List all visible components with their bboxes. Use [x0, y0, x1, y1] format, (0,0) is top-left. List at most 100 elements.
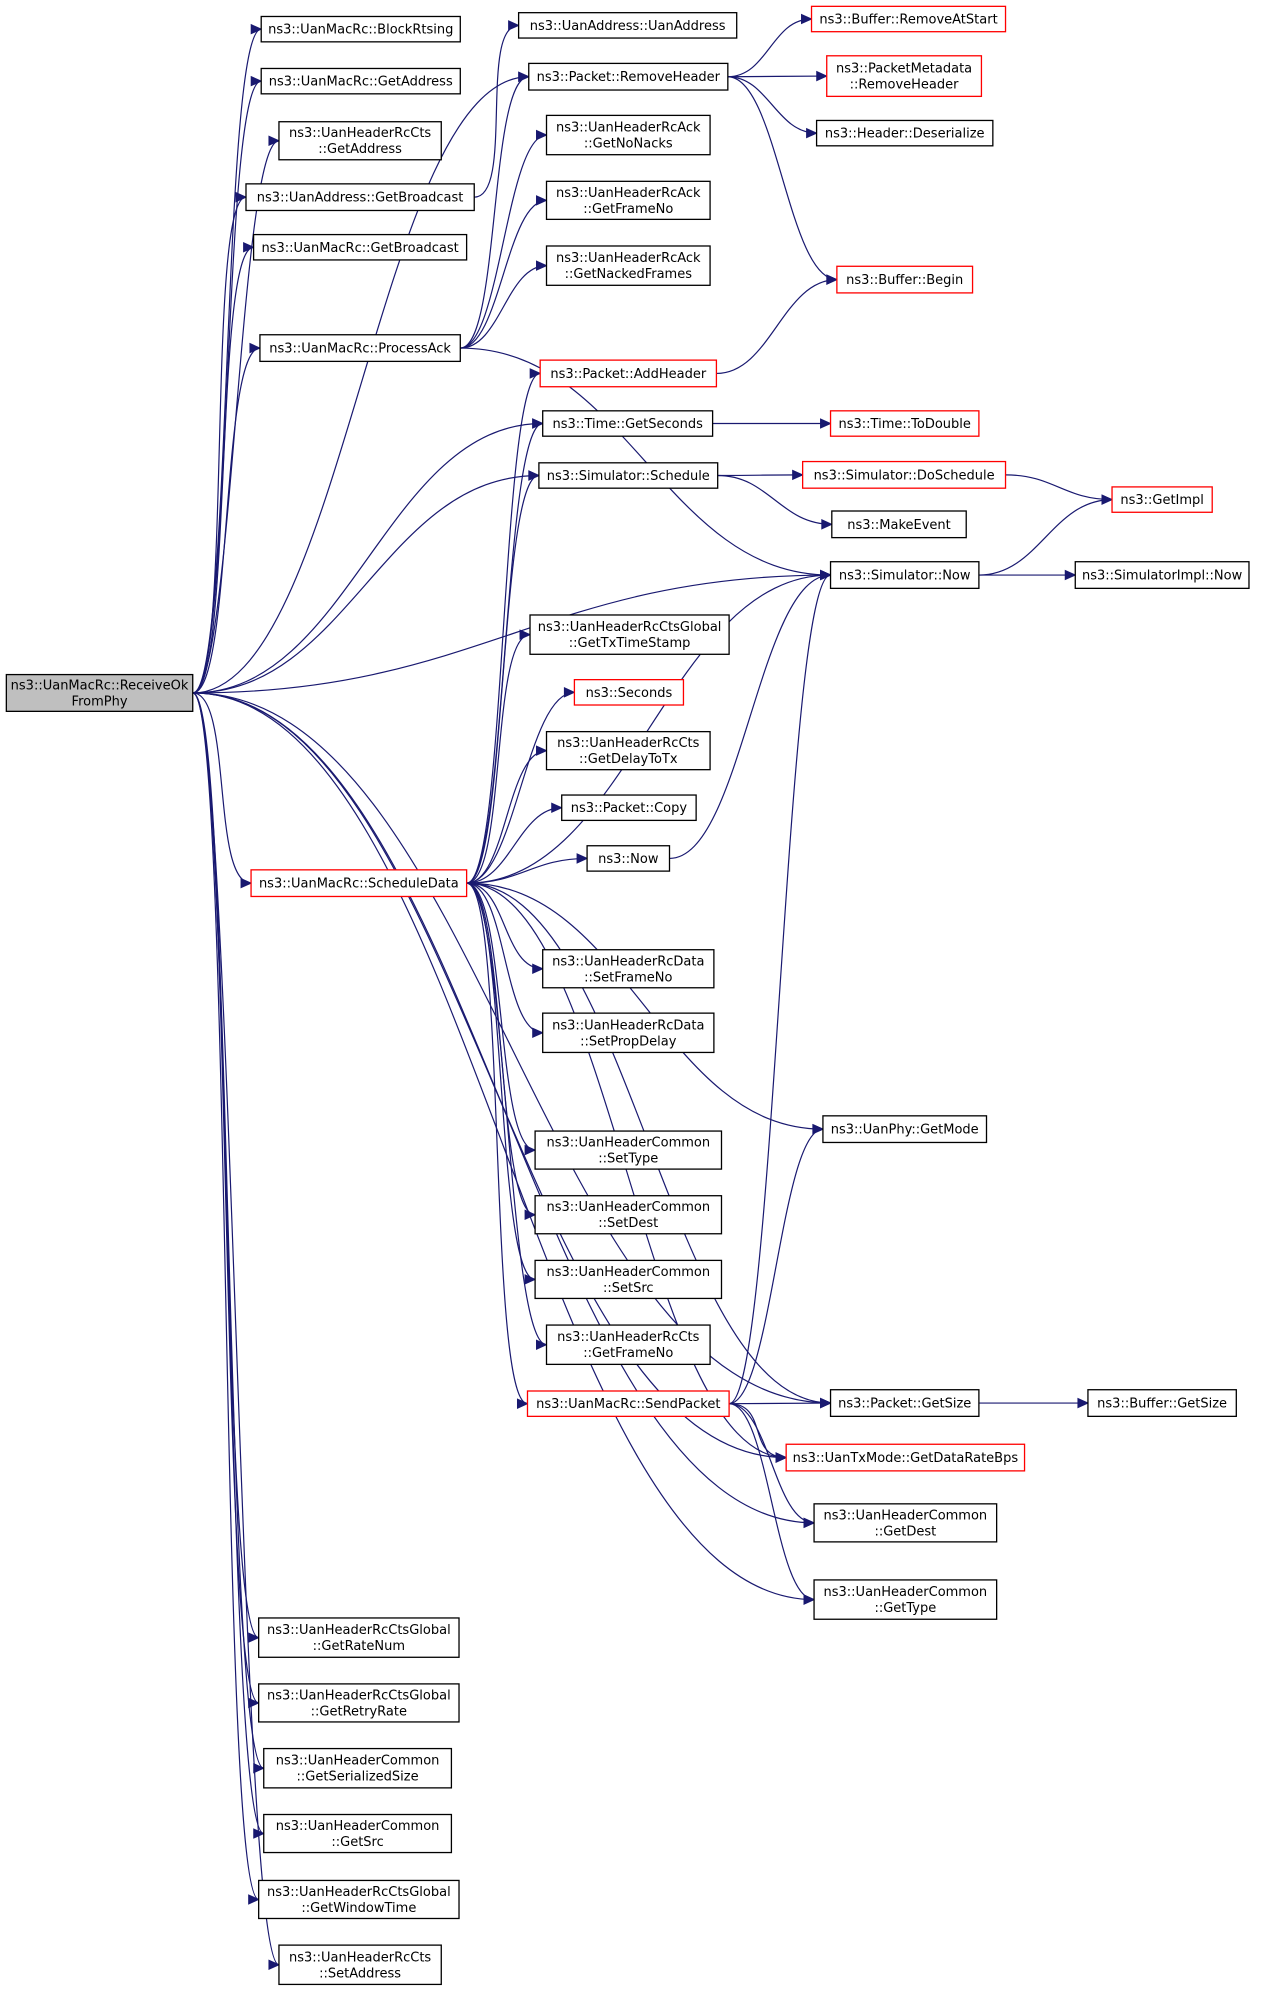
node-box-getratenum[interactable] — [258, 1617, 460, 1658]
node-box-macgetbroadcast[interactable] — [252, 233, 468, 261]
node-ns3now[interactable]: ns3::Now — [586, 845, 671, 872]
node-deserialize[interactable]: ns3::Header::Deserialize — [815, 119, 994, 147]
node-box-commongetdest[interactable] — [813, 1503, 998, 1543]
node-box-addrgetbroadcast[interactable] — [245, 183, 475, 212]
node-macgetbroadcast[interactable]: ns3::UanMacRc::GetBroadcast — [252, 233, 468, 261]
node-getimpl[interactable]: ns3::GetImpl — [1111, 486, 1213, 513]
node-box-sendpacket[interactable] — [526, 1390, 730, 1418]
node-box-scheduledata[interactable] — [250, 869, 468, 898]
node-blockrtsing[interactable]: ns3::UanMacRc::BlockRtsing — [260, 15, 461, 43]
node-box-todouble[interactable] — [829, 410, 980, 437]
node-getdataratebps[interactable]: ns3::UanTxMode::GetDataRateBps — [785, 1443, 1026, 1472]
node-box-seconds[interactable] — [573, 678, 685, 706]
node-simnow[interactable]: ns3::Simulator::Now — [829, 561, 980, 590]
node-box-getretryrate[interactable] — [258, 1683, 460, 1723]
node-box-makeevent[interactable] — [831, 510, 967, 539]
node-timegetseconds[interactable]: ns3::Time::GetSeconds — [542, 410, 714, 437]
node-getratenum[interactable]: ns3::UanHeaderRcCtsGlobal::GetRateNum — [258, 1617, 460, 1658]
node-datasetpropdelay[interactable]: ns3::UanHeaderRcData::SetPropDelay — [542, 1012, 715, 1054]
node-getdelaytotx[interactable]: ns3::UanHeaderRcCts::GetDelayToTx — [545, 730, 711, 771]
node-simschedule[interactable]: ns3::Simulator::Schedule — [538, 462, 719, 489]
node-box-getnonacks[interactable] — [545, 114, 711, 156]
node-packetgetsize[interactable]: ns3::Packet::GetSize — [829, 1389, 980, 1418]
node-box-addheader[interactable] — [539, 359, 718, 388]
node-box-commongettype[interactable] — [813, 1579, 998, 1620]
node-box-getimpl[interactable] — [1111, 486, 1213, 513]
node-seconds[interactable]: ns3::Seconds — [573, 678, 685, 706]
node-sendpacket[interactable]: ns3::UanMacRc::SendPacket — [526, 1390, 730, 1418]
node-ackgetframeno[interactable]: ns3::UanHeaderRcAck::GetFrameNo — [545, 180, 711, 221]
node-box-blockrtsing[interactable] — [260, 15, 461, 43]
node-box-metaremoveheader[interactable] — [826, 55, 983, 98]
node-getmode[interactable]: ns3::UanPhy::GetMode — [822, 1115, 988, 1144]
node-box-removeatstart[interactable] — [810, 5, 1007, 33]
node-simimplnow[interactable]: ns3::SimulatorImpl::Now — [1074, 561, 1250, 590]
node-getserializedsize[interactable]: ns3::UanHeaderCommon::GetSerializedSize — [263, 1747, 453, 1789]
node-box-datasetframeno[interactable] — [542, 949, 715, 989]
node-box-commongetsrc[interactable] — [263, 1813, 453, 1854]
node-box-ackgetframeno[interactable] — [545, 180, 711, 221]
node-commongettype[interactable]: ns3::UanHeaderCommon::GetType — [813, 1579, 998, 1620]
node-getnackedframes[interactable]: ns3::UanHeaderRcAck::GetNackedFrames — [545, 245, 711, 286]
node-box-commonsetdest[interactable] — [534, 1195, 723, 1235]
node-box-packetgetsize[interactable] — [829, 1389, 980, 1418]
node-packetcopy[interactable]: ns3::Packet::Copy — [561, 794, 697, 822]
node-getretryrate[interactable]: ns3::UanHeaderRcCtsGlobal::GetRetryRate — [258, 1683, 460, 1723]
node-box-bufferbegin[interactable] — [836, 265, 974, 294]
node-box-getwindowtime[interactable] — [258, 1879, 460, 1920]
node-commongetsrc[interactable]: ns3::UanHeaderCommon::GetSrc — [263, 1813, 453, 1854]
node-box-timegetseconds[interactable] — [542, 410, 714, 437]
node-ctsgetframeno[interactable]: ns3::UanHeaderRcCts::GetFrameNo — [545, 1324, 711, 1366]
node-box-ctssetaddress[interactable] — [278, 1944, 442, 1986]
node-addrgetbroadcast[interactable]: ns3::UanAddress::GetBroadcast — [245, 183, 475, 212]
node-removeheader[interactable]: ns3::Packet::RemoveHeader — [528, 62, 729, 91]
node-doschedule[interactable]: ns3::Simulator::DoSchedule — [801, 460, 1007, 489]
node-box-datasetpropdelay[interactable] — [542, 1012, 715, 1054]
node-metaremoveheader[interactable]: ns3::PacketMetadata::RemoveHeader — [826, 55, 983, 98]
node-gettxtimestamp[interactable]: ns3::UanHeaderRcCtsGlobal::GetTxTimeStam… — [529, 614, 730, 655]
node-buffergetsize[interactable]: ns3::Buffer::GetSize — [1087, 1389, 1237, 1418]
node-box-getmode[interactable] — [822, 1115, 988, 1144]
node-box-buffergetsize[interactable] — [1087, 1389, 1237, 1418]
node-ctsgetaddress[interactable]: ns3::UanHeaderRcCts::GetAddress — [278, 121, 442, 161]
node-commonsettype[interactable]: ns3::UanHeaderCommon::SetType — [534, 1130, 723, 1170]
node-box-getserializedsize[interactable] — [263, 1747, 453, 1789]
node-removeatstart[interactable]: ns3::Buffer::RemoveAtStart — [810, 5, 1007, 33]
node-box-getdelaytotx[interactable] — [545, 730, 711, 771]
node-box-ns3now[interactable] — [586, 845, 671, 872]
node-box-commonsettype[interactable] — [534, 1130, 723, 1170]
node-makeevent[interactable]: ns3::MakeEvent — [831, 510, 967, 539]
node-commongetdest[interactable]: ns3::UanHeaderCommon::GetDest — [813, 1503, 998, 1543]
node-getnonacks[interactable]: ns3::UanHeaderRcAck::GetNoNacks — [545, 114, 711, 156]
node-box-getnackedframes[interactable] — [545, 245, 711, 286]
node-box-simschedule[interactable] — [538, 462, 719, 489]
node-datasetframeno[interactable]: ns3::UanHeaderRcData::SetFrameNo — [542, 949, 715, 989]
node-box-simimplnow[interactable] — [1074, 561, 1250, 590]
node-macgetaddress[interactable]: ns3::UanMacRc::GetAddress — [260, 67, 461, 95]
node-box-macgetaddress[interactable] — [260, 67, 461, 95]
node-getwindowtime[interactable]: ns3::UanHeaderRcCtsGlobal::GetWindowTime — [258, 1879, 460, 1920]
node-box-packetcopy[interactable] — [561, 794, 697, 822]
node-todouble[interactable]: ns3::Time::ToDouble — [829, 410, 980, 437]
node-box-root[interactable] — [5, 673, 194, 712]
node-box-processack[interactable] — [259, 334, 461, 363]
node-ctssetaddress[interactable]: ns3::UanHeaderRcCts::SetAddress — [278, 1944, 442, 1986]
node-commonsetdest[interactable]: ns3::UanHeaderCommon::SetDest — [534, 1195, 723, 1235]
node-box-ctsgetframeno[interactable] — [545, 1324, 711, 1366]
node-commonsetsrc[interactable]: ns3::UanHeaderCommon::SetSrc — [534, 1259, 723, 1300]
node-uanaddress[interactable]: ns3::UanAddress::UanAddress — [517, 12, 738, 39]
node-box-uanaddress[interactable] — [517, 12, 738, 39]
node-box-getdataratebps[interactable] — [785, 1443, 1026, 1472]
node-processack[interactable]: ns3::UanMacRc::ProcessAck — [259, 334, 461, 363]
node-bufferbegin[interactable]: ns3::Buffer::Begin — [836, 265, 974, 294]
node-box-ctsgetaddress[interactable] — [278, 121, 442, 161]
node-box-gettxtimestamp[interactable] — [529, 614, 730, 655]
node-box-simnow[interactable] — [829, 561, 980, 590]
node-addheader[interactable]: ns3::Packet::AddHeader — [539, 359, 718, 388]
node-box-commonsetsrc[interactable] — [534, 1259, 723, 1300]
node-scheduledata[interactable]: ns3::UanMacRc::ScheduleData — [250, 869, 468, 898]
node-box-deserialize[interactable] — [815, 119, 994, 147]
node-box-removeheader[interactable] — [528, 62, 729, 91]
node-box-doschedule[interactable] — [801, 460, 1007, 489]
